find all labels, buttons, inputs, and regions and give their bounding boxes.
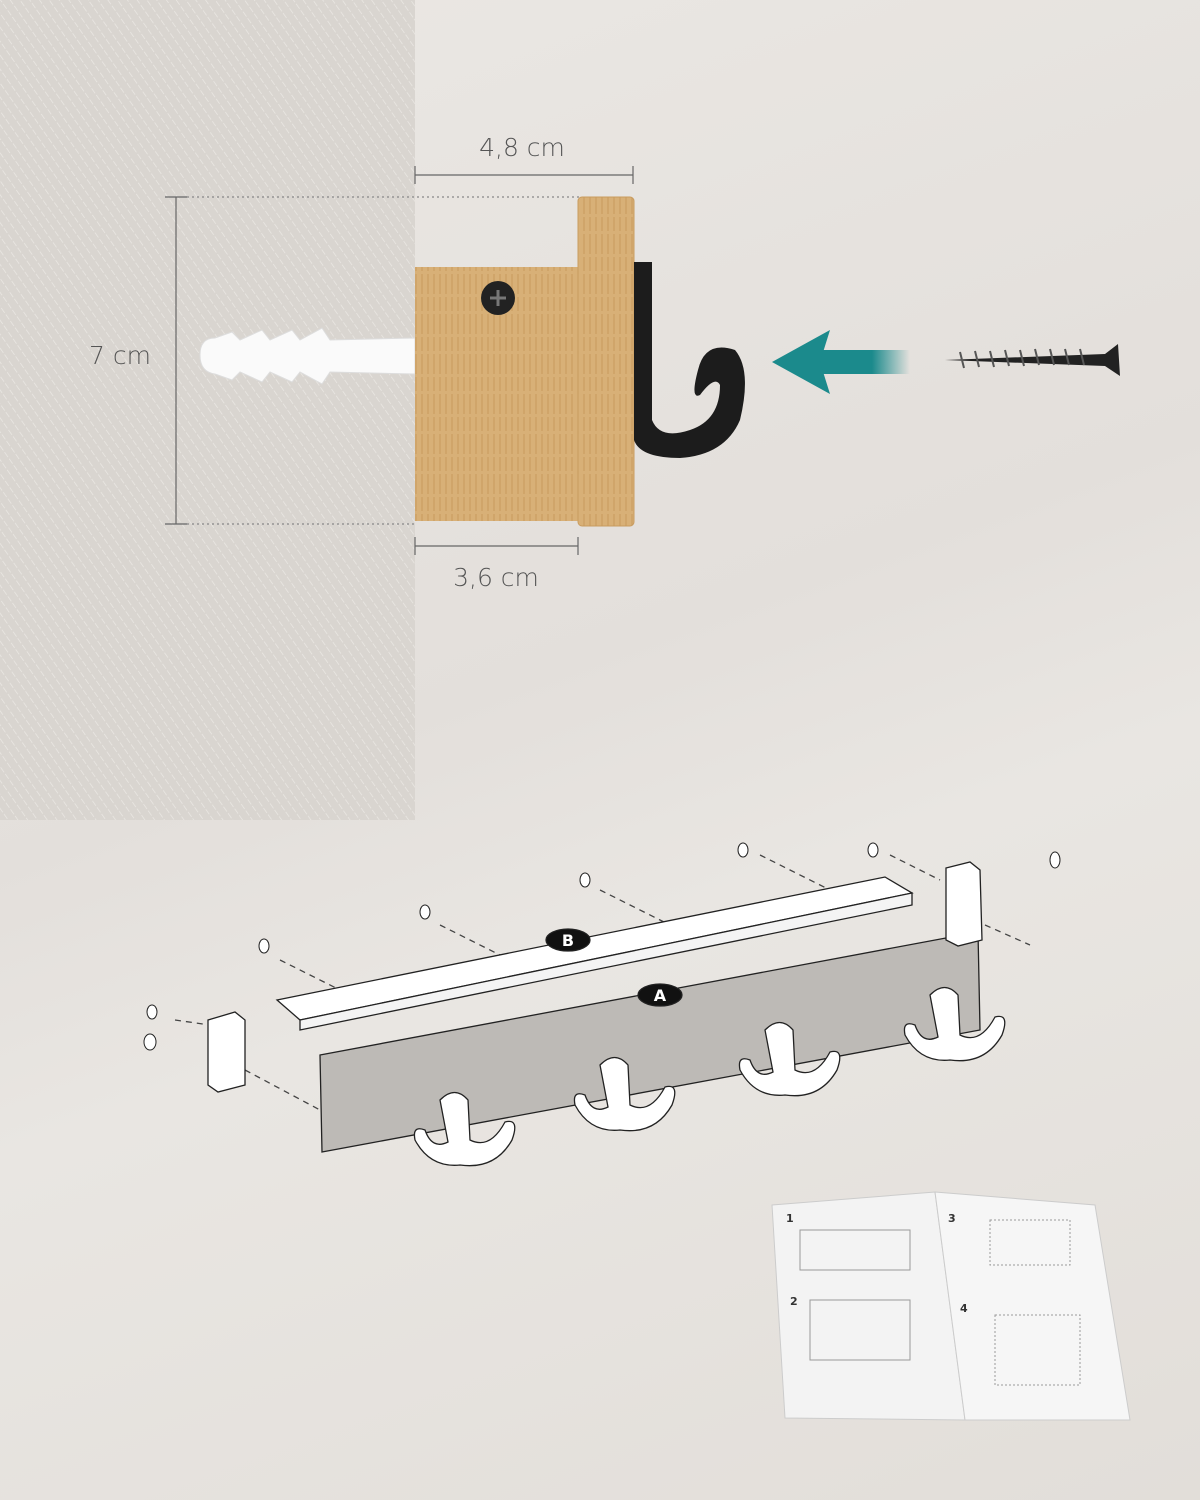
screw-head-icon (481, 281, 515, 315)
manual-step-3: 3 (948, 1212, 956, 1225)
coat-hooks (413, 986, 1006, 1167)
end-bracket-left (207, 1011, 246, 1093)
black-hook (634, 262, 745, 458)
manual-step-4: 4 (960, 1302, 968, 1315)
width-dimension-label: 4,8 cm (479, 133, 565, 162)
instruction-manual (771, 1191, 1131, 1421)
height-dimension-label: 7 cm (89, 341, 151, 370)
dimension-lines (165, 166, 634, 555)
panel-a-label: A (654, 986, 667, 1005)
depth-dimension-label: 3,6 cm (453, 563, 539, 592)
assembly-diagram (143, 842, 1061, 1167)
bar-b-label: B (562, 931, 574, 950)
manual-step-1: 1 (786, 1212, 794, 1225)
end-bracket-right (945, 861, 983, 947)
screw-icon (945, 344, 1120, 376)
wall-section (0, 0, 415, 820)
wood-back-plate (577, 196, 635, 527)
direction-arrow-icon (772, 330, 910, 394)
wall-screws (143, 842, 1061, 1051)
manual-step-2: 2 (790, 1295, 798, 1308)
panel-a (319, 931, 981, 1153)
